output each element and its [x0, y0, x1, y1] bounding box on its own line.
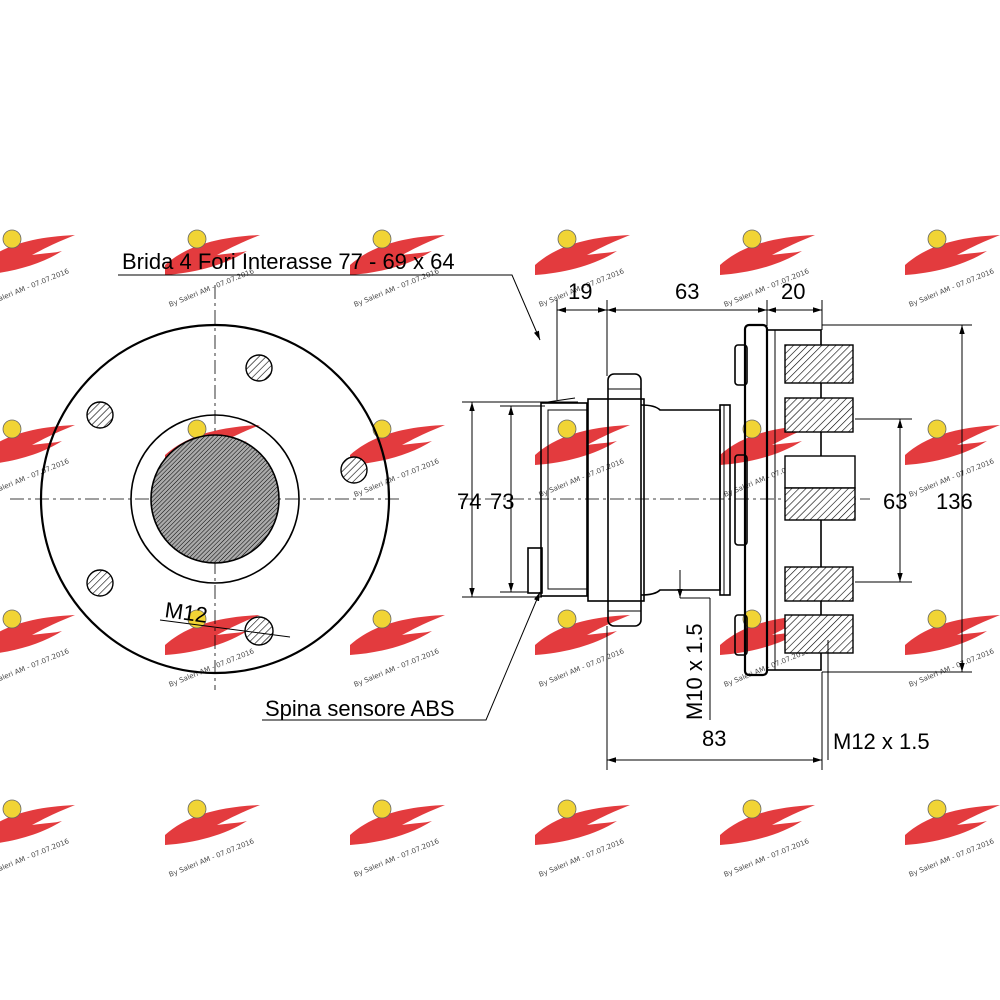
- wheel-studs: [784, 344, 856, 654]
- side-view: [460, 300, 972, 770]
- watermark-text: By Saleri AM - 07.07.2016: [908, 837, 996, 879]
- watermark-layer: By Saleri AM - 07.07.2016 By Saleri AM - …: [0, 229, 1000, 879]
- watermark-text: By Saleri AM - 07.07.2016: [168, 837, 256, 879]
- watermark-logo: By Saleri AM - 07.07.2016: [905, 609, 1000, 689]
- watermark-logo: By Saleri AM - 07.07.2016: [535, 799, 630, 879]
- front-view: M12: [10, 285, 400, 690]
- watermark-logo: By Saleri AM - 07.07.2016: [720, 799, 815, 879]
- watermark-logo: By Saleri AM - 07.07.2016: [905, 799, 1000, 879]
- watermark-text: By Saleri AM - 07.07.2016: [538, 457, 626, 499]
- dim-74: 74: [457, 489, 481, 514]
- dim-20: 20: [781, 279, 805, 304]
- stud-thread-label: M12 x 1.5: [833, 729, 930, 754]
- watermark-text: By Saleri AM - 07.07.2016: [168, 647, 256, 689]
- hub-bore-outer: [130, 414, 300, 584]
- flange-outline: [39, 323, 391, 675]
- watermark-logo: By Saleri AM - 07.07.2016: [905, 229, 1000, 309]
- flange-label: Brida 4 Fori Interasse 77 - 69 x 64: [122, 249, 455, 274]
- bolt-hole-2: [245, 354, 273, 382]
- watermark-logo: By Saleri AM - 07.07.2016: [535, 609, 630, 689]
- watermark-text: By Saleri AM - 07.07.2016: [908, 267, 996, 309]
- watermark-logo: By Saleri AM - 07.07.2016: [350, 419, 445, 499]
- watermark-text: By Saleri AM - 07.07.2016: [0, 837, 71, 879]
- watermark-logo: By Saleri AM - 07.07.2016: [0, 799, 75, 879]
- watermark-text: By Saleri AM - 07.07.2016: [0, 457, 71, 499]
- watermark-text: By Saleri AM - 07.07.2016: [0, 267, 71, 309]
- watermark-text: By Saleri AM - 07.07.2016: [538, 647, 626, 689]
- dim-83: 83: [702, 726, 726, 751]
- watermark-text: By Saleri AM - 07.07.2016: [353, 837, 441, 879]
- watermark-text: By Saleri AM - 07.07.2016: [723, 837, 811, 879]
- dim-136: 136: [936, 489, 973, 514]
- abs-pin-label: Spina sensore ABS: [265, 696, 455, 721]
- watermark-logo: By Saleri AM - 07.07.2016: [0, 419, 75, 499]
- watermark-logo: By Saleri AM - 07.07.2016: [535, 419, 630, 499]
- bolt-hole-1: [86, 401, 114, 429]
- dim-63-top: 63: [675, 279, 699, 304]
- bolt-hole-label: M12: [163, 597, 209, 628]
- watermark-logo: By Saleri AM - 07.07.2016: [350, 799, 445, 879]
- watermark-text: By Saleri AM - 07.07.2016: [538, 837, 626, 879]
- watermark-logo: By Saleri AM - 07.07.2016: [350, 609, 445, 689]
- dim-19: 19: [568, 279, 592, 304]
- watermark-logo: By Saleri AM - 07.07.2016: [905, 419, 1000, 499]
- center-thread-label: M10 x 1.5: [682, 623, 707, 720]
- dim-63-right: 63: [883, 489, 907, 514]
- hub-bore-inner: [150, 434, 280, 564]
- watermark-text: By Saleri AM - 07.07.2016: [353, 647, 441, 689]
- bolt-hole-5: [244, 616, 274, 646]
- watermark-text: By Saleri AM - 07.07.2016: [0, 647, 71, 689]
- bolt-hole-4: [86, 569, 114, 597]
- watermark-logo: By Saleri AM - 07.07.2016: [0, 609, 75, 689]
- bolt-hole-3: [340, 456, 368, 484]
- watermark-logo: By Saleri AM - 07.07.2016: [0, 229, 75, 309]
- dim-73: 73: [490, 489, 514, 514]
- watermark-text: By Saleri AM - 07.07.2016: [908, 647, 996, 689]
- watermark-logo: By Saleri AM - 07.07.2016: [165, 799, 260, 879]
